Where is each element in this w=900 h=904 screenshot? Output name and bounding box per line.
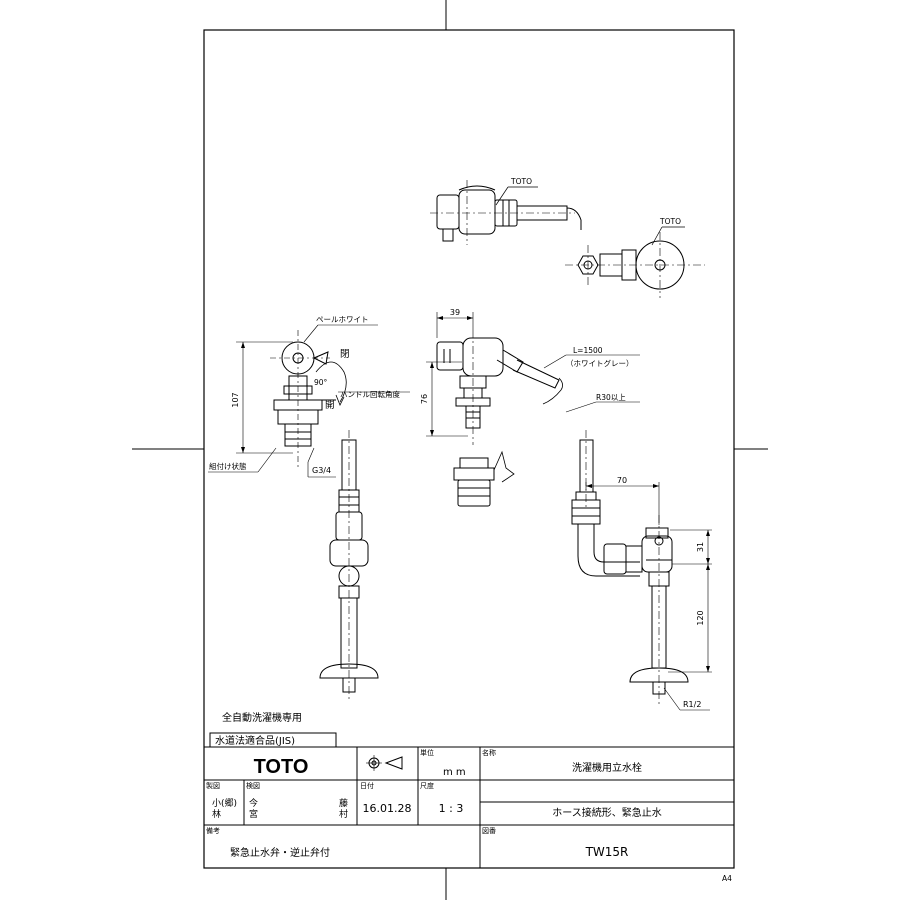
close-label: 閉 bbox=[340, 349, 350, 360]
dim-76: 76 bbox=[420, 394, 429, 404]
name-label: 名称 bbox=[482, 748, 496, 757]
drawn-value-2: 林 bbox=[212, 808, 221, 820]
dim-39: 39 bbox=[450, 308, 460, 317]
side-view-right: 70 31 120 R1/2 bbox=[571, 430, 712, 711]
pale-white-label: ペールホワイト bbox=[316, 315, 369, 324]
top-view: TOTO bbox=[430, 177, 582, 245]
drawn-value-1: 小(郷) bbox=[212, 798, 237, 809]
title-block bbox=[204, 746, 734, 868]
scale-value: 1 : 3 bbox=[439, 802, 464, 815]
compliance-note: 水道法適合品(JIS) bbox=[215, 734, 295, 747]
remarks-value: 緊急止水弁・逆止弁付 bbox=[230, 846, 330, 859]
hose-color-label: （ホワイトグレー） bbox=[566, 358, 634, 368]
date-label: 日付 bbox=[360, 781, 374, 790]
scale-label: 尺度 bbox=[420, 781, 434, 790]
drawing-no-value: TW15R bbox=[585, 845, 629, 859]
remarks-label: 備考 bbox=[206, 826, 220, 835]
dim-31: 31 bbox=[696, 542, 705, 552]
angle-label: 90° bbox=[314, 378, 328, 387]
unit-label: 単位 bbox=[420, 748, 434, 757]
subtitle-value: ホース接続形、緊急止水 bbox=[552, 806, 662, 819]
hose-length-label: L=1500 bbox=[573, 346, 603, 355]
toto-logo: TOTO bbox=[254, 756, 309, 778]
checked-value-1: 今 bbox=[249, 797, 258, 809]
dedicated-note: 全自動洗濯機専用 bbox=[222, 711, 302, 724]
bend-radius-label: R30以上 bbox=[596, 393, 626, 402]
drawing-no-label: 図番 bbox=[482, 827, 496, 835]
toto-label-top: TOTO bbox=[510, 177, 532, 186]
plan-view: TOTO bbox=[565, 217, 705, 298]
third-angle-projection-icon bbox=[366, 755, 403, 771]
date-value: 16.01.28 bbox=[363, 802, 412, 815]
approved-value-2: 村 bbox=[339, 808, 348, 820]
checked-value-2: 宮 bbox=[249, 808, 258, 820]
front-view-middle: 39 76 L=1500 （ホワイトグレー） R30以上 bbox=[420, 308, 640, 507]
name-value: 洗濯機用立水栓 bbox=[572, 761, 642, 774]
side-view-left: 閉 開 90° ハンドル回転角度 ペールホワイト 107 組付け状態 G3/4 bbox=[208, 315, 410, 700]
installed-state-label: 組付け状態 bbox=[209, 461, 247, 471]
open-label: 開 bbox=[325, 400, 335, 411]
dim-120: 120 bbox=[696, 610, 705, 625]
dim-70: 70 bbox=[617, 476, 627, 485]
handle-angle-label: ハンドル回転角度 bbox=[340, 389, 400, 399]
unit-value: m m bbox=[443, 767, 466, 778]
thread-g-label: G3/4 bbox=[312, 466, 331, 475]
thread-r-label: R1/2 bbox=[683, 700, 701, 709]
toto-label-plan: TOTO bbox=[659, 217, 681, 226]
drawn-label: 製図 bbox=[206, 781, 220, 790]
approved-value-1: 藤 bbox=[339, 797, 348, 809]
sheet-frame bbox=[132, 0, 768, 900]
dim-107: 107 bbox=[231, 392, 240, 407]
paper-size: A4 bbox=[722, 874, 732, 883]
checked-label: 検図 bbox=[246, 781, 260, 790]
